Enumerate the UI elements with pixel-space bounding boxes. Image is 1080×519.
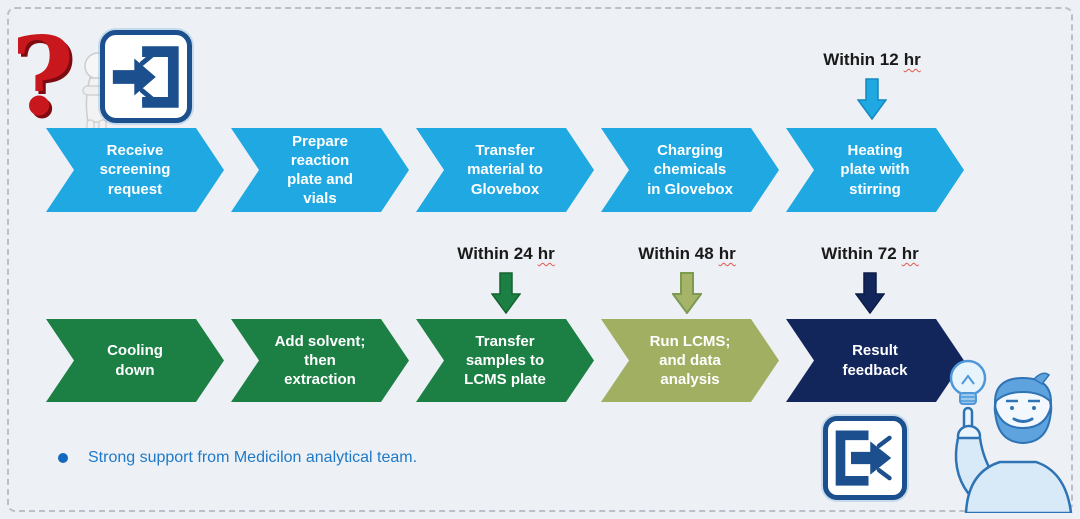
down-arrow-12hr — [857, 78, 887, 120]
svg-text:?: ? — [11, 20, 74, 140]
step-charging-chemicals: Charging chemicals in Glovebox — [601, 128, 779, 212]
down-arrow-24hr — [491, 272, 521, 314]
exit-icon — [823, 416, 907, 500]
svg-text:?: ? — [14, 20, 77, 142]
step-receive-screening-request: Receive screening request — [46, 128, 224, 212]
enter-arrow-glyph — [112, 45, 179, 108]
person-lightbulb-illustration — [949, 359, 1073, 513]
step-prepare-reaction-plate: Prepare reaction plate and vials — [231, 128, 409, 212]
process-row-top: Receive screening request Prepare reacti… — [46, 128, 964, 212]
step-transfer-material-glovebox: Transfer material to Glovebox — [416, 128, 594, 212]
exit-arrow-glyph — [835, 430, 892, 486]
footnote-text: Strong support from Medicilon analytical… — [88, 449, 418, 466]
step-result-feedback: Result feedback — [786, 319, 964, 402]
process-row-bottom: Cooling down Add solvent; then extractio… — [46, 319, 964, 402]
step-cooling-down: Cooling down — [46, 319, 224, 402]
step-transfer-samples-lcms: Transfer samples to LCMS plate — [416, 319, 594, 402]
enter-icon — [100, 30, 192, 123]
down-arrow-48hr — [672, 272, 702, 314]
step-add-solvent-extraction: Add solvent; then extraction — [231, 319, 409, 402]
bullet-dot — [58, 453, 68, 463]
down-arrow-72hr — [855, 272, 885, 314]
step-run-lcms-analysis: Run LCMS; and data analysis — [601, 319, 779, 402]
footnote: Strong support from Medicilon analytical… — [58, 449, 417, 467]
step-heating-plate-stirring: Heating plate with stirring — [786, 128, 964, 212]
